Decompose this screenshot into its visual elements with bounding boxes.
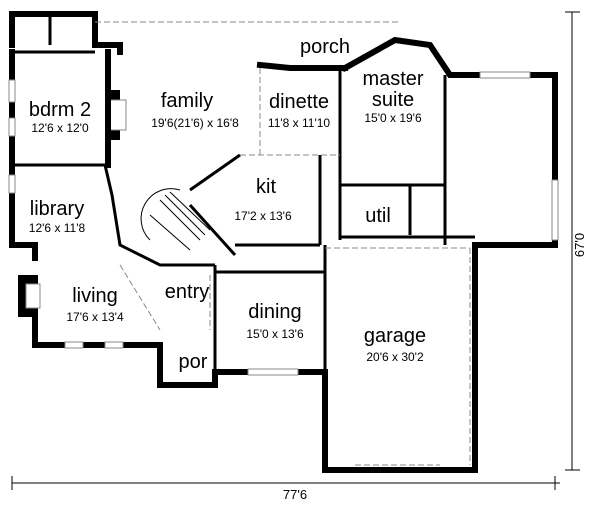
room-name-bdrm-2: bdrm 2	[29, 99, 91, 121]
dashed-lines	[95, 21, 471, 466]
room-name-library: library	[30, 198, 84, 220]
room-name-util: util	[365, 205, 391, 227]
room-name-suite: suite	[372, 89, 414, 111]
windows	[8, 71, 559, 376]
room-labels: porch family 19'6(21'6) x 16'8 dinette 1…	[29, 36, 426, 373]
room-dims-garage: 20'6 x 30'2	[366, 350, 424, 364]
room-dims-bdrm-2: 12'6 x 12'0	[31, 121, 89, 135]
room-name-por: por	[179, 351, 208, 373]
room-dims-dinette: 11'8 x 11'10	[268, 116, 331, 130]
room-dims-master: 15'0 x 19'6	[364, 111, 422, 125]
room-name-family: family	[161, 90, 213, 112]
overall-depth-label: 67'0	[572, 233, 587, 257]
room-dims-living: 17'6 x 13'4	[66, 310, 124, 324]
room-name-dining: dining	[248, 301, 301, 323]
room-name-kit: kit	[256, 176, 276, 198]
dimension-lines: 77'6 67'0	[11, 11, 587, 502]
exterior-walls	[9, 11, 558, 473]
room-dims-library: 12'6 x 11'8	[29, 221, 86, 235]
room-dims-dining: 15'0 x 13'6	[246, 327, 304, 341]
room-dims-family: 19'6(21'6) x 16'8	[151, 116, 239, 130]
overall-width-label: 77'6	[283, 487, 307, 502]
room-name-porch: porch	[300, 36, 350, 58]
interior-walls	[12, 14, 475, 372]
room-name-living: living	[72, 285, 118, 307]
room-name-entry: entry	[165, 281, 209, 303]
room-name-dinette: dinette	[269, 91, 329, 113]
room-name-master: master	[362, 68, 423, 90]
room-name-garage: garage	[364, 325, 426, 347]
room-dims-kit: 17'2 x 13'6	[234, 209, 292, 223]
